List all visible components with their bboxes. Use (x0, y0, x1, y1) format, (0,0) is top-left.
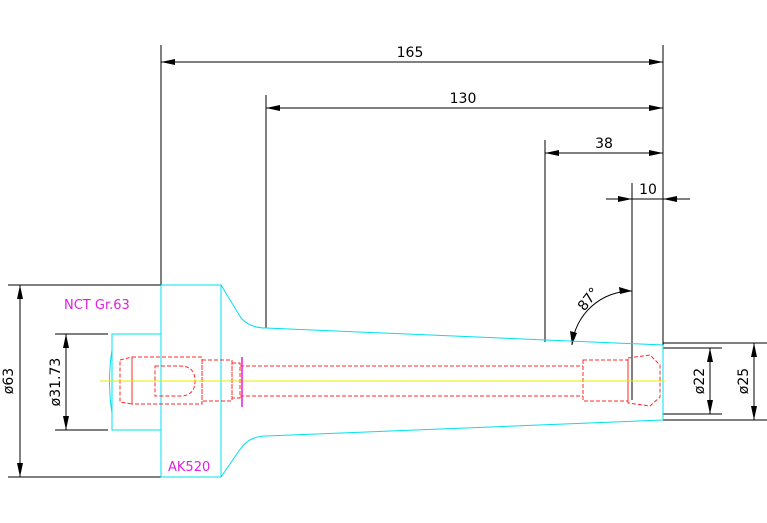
dim-angle-text: 87° (575, 285, 603, 314)
dim-tip-diameter-small: ø22 (663, 347, 722, 415)
dim-tip-length: 10 (606, 182, 690, 400)
dim-bore-diameter-text: ø31.73 (48, 358, 64, 407)
dim-flange-diameter-text: ø63 (1, 368, 17, 394)
interface-label: AK520 (168, 460, 210, 475)
dim-tip-diameter-large-text: ø25 (736, 368, 752, 394)
dim-total-length: 165 (160, 45, 664, 345)
dim-bore-diameter: ø31.73 (48, 333, 108, 431)
dim-tip-length-text: 10 (639, 182, 657, 198)
dim-angle: 87° (570, 285, 633, 346)
dim-taper-length-text: 130 (450, 91, 477, 107)
dim-front-length: 38 (544, 136, 663, 342)
dim-tip-diameter-small-text: ø22 (692, 368, 708, 394)
standard-label: NCT Gr.63 (64, 298, 130, 313)
dim-taper-length: 130 (265, 91, 663, 328)
dim-tip-diameter-large: ø25 (663, 342, 767, 421)
dim-front-length-text: 38 (595, 136, 613, 152)
dim-flange-diameter: ø63 (1, 284, 161, 478)
dim-total-length-text: 165 (397, 45, 424, 61)
